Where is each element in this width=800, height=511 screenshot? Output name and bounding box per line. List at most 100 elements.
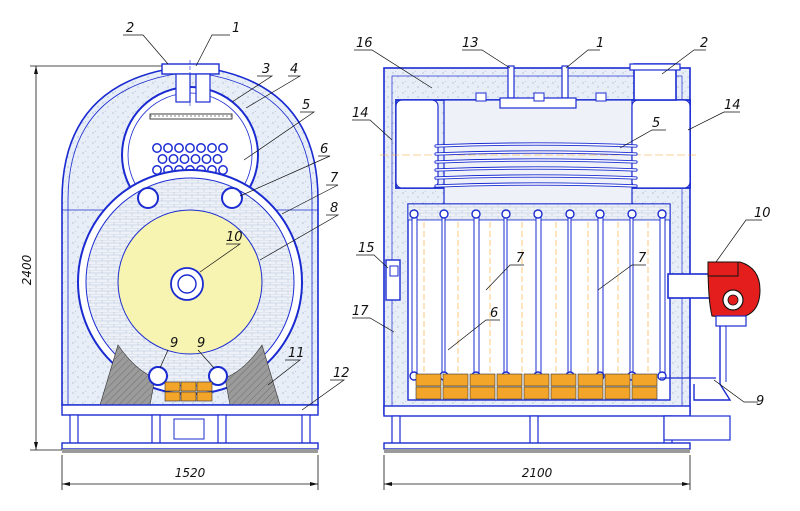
firebrick	[604, 373, 631, 387]
tube	[212, 154, 223, 164]
front-base-frame	[61, 404, 319, 453]
lower-header-right	[208, 366, 228, 386]
firebrick	[523, 373, 550, 387]
callout-side-5: 5	[652, 116, 660, 131]
callout-front-10: 10	[226, 230, 243, 245]
lower-header-left	[148, 366, 168, 386]
tube	[185, 143, 195, 153]
tube	[201, 154, 212, 164]
tube	[218, 143, 228, 153]
firebrick	[631, 386, 658, 400]
firebrick	[631, 373, 658, 387]
tube	[152, 165, 162, 175]
firebrick	[469, 386, 496, 400]
firebrick-row	[164, 381, 213, 402]
firebrick	[180, 381, 197, 392]
callout-side-2: 2	[700, 36, 708, 51]
firebrick	[442, 386, 469, 400]
firebrick	[577, 386, 604, 400]
tube	[168, 154, 179, 164]
callout-side-7b: 7	[638, 251, 647, 266]
side-leaders	[352, 49, 762, 403]
side-firebrick-row	[415, 373, 658, 400]
firebrick	[496, 386, 523, 400]
front-width-dimension: 1520	[61, 455, 319, 490]
front-width-label: 1520	[175, 466, 206, 480]
firebrick	[415, 386, 442, 400]
callout-side-1: 1	[596, 36, 604, 51]
callout-front-6: 6	[320, 142, 328, 157]
callout-side-17: 17	[352, 304, 369, 319]
callout-side-15: 15	[358, 241, 375, 256]
callout-front-7: 7	[330, 171, 339, 186]
screen-tube	[597, 211, 604, 379]
screen-tube	[535, 211, 542, 379]
screen-tube	[503, 211, 508, 379]
firebrick	[164, 391, 181, 402]
tube	[218, 165, 228, 175]
tube	[179, 154, 190, 164]
screen-tube	[629, 211, 634, 379]
burner	[660, 261, 761, 401]
steam-outlet-nozzle	[161, 60, 220, 108]
screen-tube	[411, 211, 418, 379]
callout-side-16: 16	[356, 36, 373, 51]
firebrick	[196, 391, 213, 402]
callout-side-7a: 7	[516, 251, 525, 266]
separator-plate	[149, 113, 233, 120]
firebrick	[442, 373, 469, 387]
firebrick	[469, 373, 496, 387]
callout-front-9a: 9	[170, 336, 178, 351]
firebrick	[196, 381, 213, 392]
front-view: 2400	[20, 21, 350, 490]
callout-side-6: 6	[490, 306, 498, 321]
callout-side-9: 9	[756, 394, 764, 409]
callout-front-12: 12	[333, 366, 350, 381]
front-callouts: 2 1 3 4 5 6 7 8 10 9 9 11 12	[126, 21, 350, 381]
firebrick	[415, 373, 442, 387]
burner-port	[170, 267, 204, 301]
callout-front-4: 4	[290, 62, 298, 77]
header-right	[221, 187, 243, 209]
side-callouts: 16 13 1 2 14 14 5 15 7 7 10 17 6 9	[352, 36, 771, 409]
firebrick	[550, 386, 577, 400]
callout-side-14a: 14	[352, 106, 369, 121]
callout-side-14b: 14	[724, 98, 741, 113]
screen-tube	[659, 211, 666, 379]
callout-side-10: 10	[754, 206, 771, 221]
callout-front-1: 1	[232, 21, 240, 36]
firebrick	[577, 373, 604, 387]
side-length-label: 2100	[522, 466, 553, 480]
side-view: 2100 16 13 1 2 14 14 5 15	[352, 36, 771, 490]
callout-front-9b: 9	[197, 336, 205, 351]
firebrick	[550, 373, 577, 387]
coil-tubes	[434, 142, 638, 188]
header-left	[137, 187, 159, 209]
tube	[152, 143, 162, 153]
height-dimension: 2400	[20, 65, 165, 451]
tube	[196, 143, 206, 153]
firebrick	[180, 391, 197, 402]
firebrick	[523, 386, 550, 400]
callout-front-8: 8	[330, 201, 338, 216]
firebrick	[496, 373, 523, 387]
callout-front-3: 3	[262, 62, 270, 77]
screen-tube	[441, 211, 446, 379]
firebrick	[164, 381, 181, 392]
tube	[190, 154, 201, 164]
side-top-nozzles	[475, 65, 607, 109]
callout-front-11: 11	[288, 346, 305, 361]
tube	[207, 143, 217, 153]
screen-tube	[567, 211, 572, 379]
callout-front-5: 5	[302, 98, 310, 113]
screen-tube	[473, 211, 480, 379]
side-length-dimension: 2100	[383, 455, 691, 490]
side-base-frame	[383, 405, 731, 453]
callout-front-2: 2	[126, 21, 134, 36]
tube	[174, 143, 184, 153]
firebrick	[604, 386, 631, 400]
front-leaders	[123, 34, 346, 411]
height-dimension-label: 2400	[20, 254, 34, 285]
tube	[163, 143, 173, 153]
